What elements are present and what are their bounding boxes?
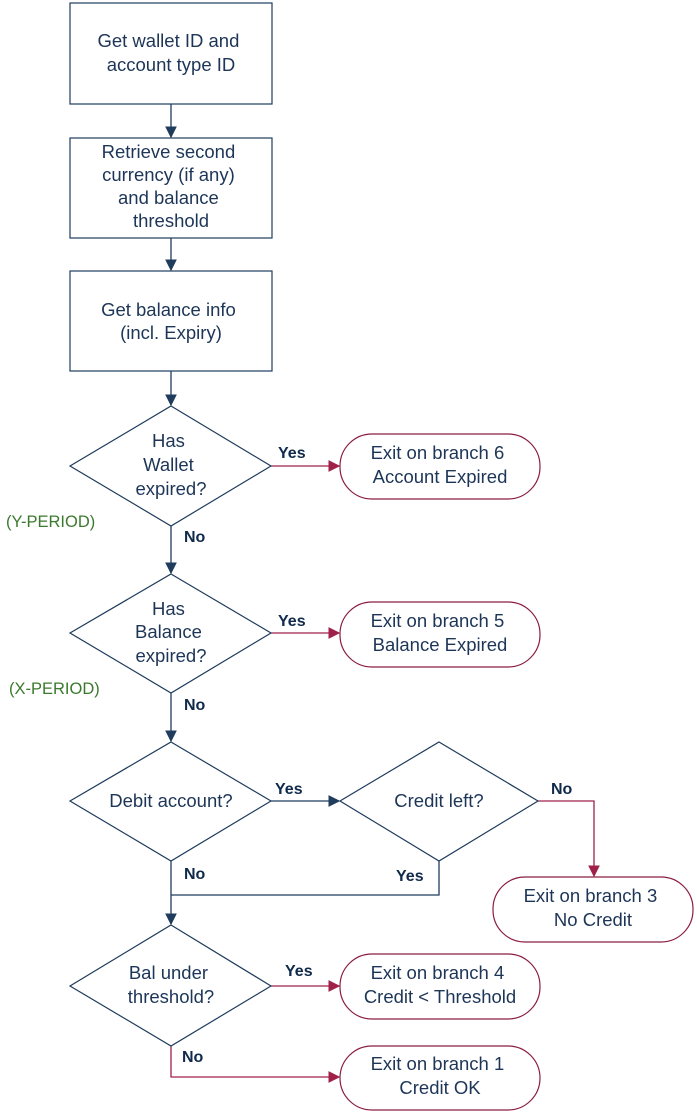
label-credit-no: No [551, 781, 573, 798]
note-y-period: (Y-PERIOD) [6, 513, 95, 531]
exit-branch-1: Exit on branch 1 Credit OK [339, 1045, 541, 1111]
decision-balance-expired-label: Has Balance expired? [135, 598, 207, 666]
label-threshold-no: No [182, 1049, 204, 1066]
label-threshold-yes: Yes [285, 963, 313, 980]
exit-branch-3-label: Exit on branch 3 No Credit [524, 885, 663, 930]
exit-branch-6: Exit on branch 6 Account Expired [339, 433, 541, 500]
exit-branch-4: Exit on branch 4 Credit < Threshold [339, 953, 541, 1020]
decision-wallet-expired: Has Wallet expired? [68, 405, 273, 527]
decision-debit-account: Debit account? [68, 741, 273, 862]
process-step-2-label: Retrieve second currency (if any) and ba… [102, 141, 241, 231]
decision-credit-left-label: Credit left? [394, 790, 483, 811]
decision-balance-expired: Has Balance expired? [68, 573, 273, 694]
decision-debit-account-label: Debit account? [109, 790, 232, 811]
label-wallet-no: No [184, 529, 206, 546]
edge-threshold-no [170, 1046, 341, 1083]
exit-branch-5-label: Exit on branch 5 Balance Expired [371, 610, 510, 655]
process-step-2: Retrieve second currency (if any) and ba… [69, 137, 273, 239]
edge-credit-no [538, 800, 600, 878]
connectors [165, 104, 600, 1083]
process-step-1-label: Get wallet ID and account type ID [97, 30, 244, 75]
process-step-3: Get balance info (incl. Expiry) [69, 270, 273, 372]
edge-credit-yes [171, 861, 440, 896]
decision-bal-under-threshold: Bal under threshold? [68, 924, 273, 1047]
exit-branch-1-label: Exit on branch 1 Credit OK [371, 1053, 510, 1098]
label-wallet-yes: Yes [278, 445, 306, 462]
exit-branch-6-label: Exit on branch 6 Account Expired [371, 442, 510, 487]
label-debit-yes: Yes [275, 781, 303, 798]
exit-branch-3: Exit on branch 3 No Credit [492, 876, 694, 943]
label-balance-yes: Yes [278, 613, 306, 630]
decision-bal-under-threshold-label: Bal under threshold? [128, 962, 214, 1007]
label-balance-no: No [184, 697, 206, 714]
exit-branch-4-label: Exit on branch 4 Credit < Threshold [364, 962, 516, 1007]
label-debit-no: No [184, 866, 206, 883]
process-step-3-label: Get balance info (incl. Expiry) [101, 299, 241, 343]
note-x-period: (X-PERIOD) [9, 680, 100, 698]
decision-credit-left: Credit left? [338, 741, 540, 862]
label-credit-yes: Yes [396, 868, 424, 885]
process-step-1: Get wallet ID and account type ID [69, 2, 273, 105]
exit-branch-5: Exit on branch 5 Balance Expired [339, 601, 541, 668]
decision-wallet-expired-label: Has Wallet expired? [136, 430, 207, 499]
